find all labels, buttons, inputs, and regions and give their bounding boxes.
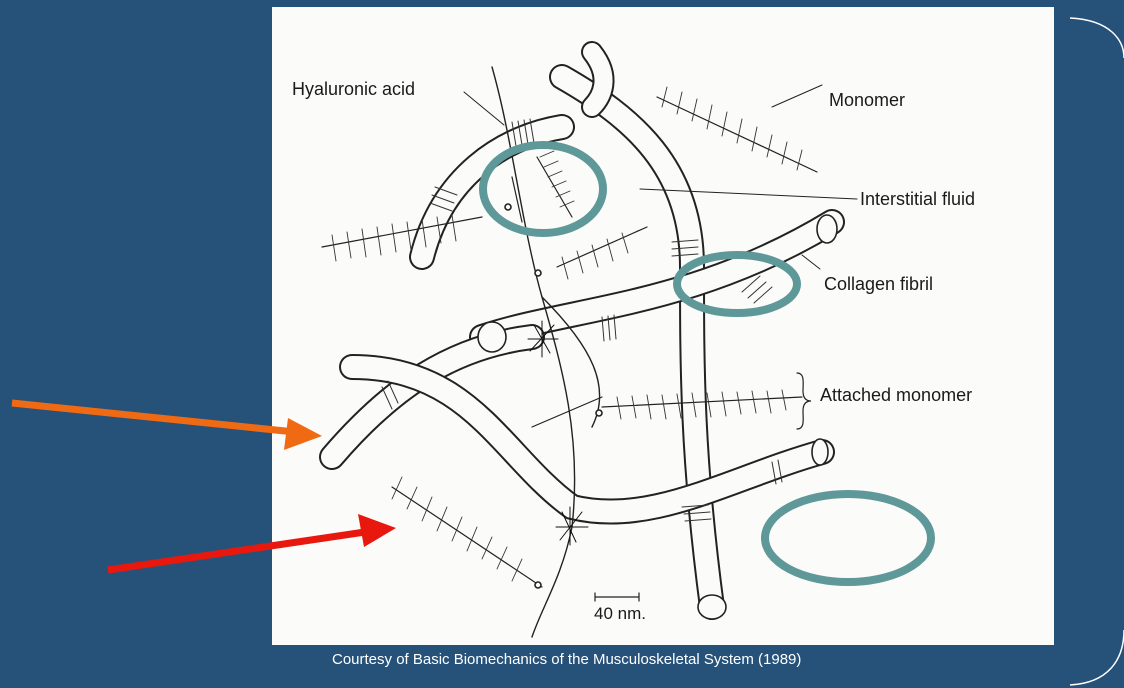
highlight-ring-empty: [765, 494, 931, 582]
highlight-ring-collagen-fibril: [677, 255, 797, 313]
highlight-ring-monomer: [483, 145, 603, 233]
caption: Courtesy of Basic Biomechanics of the Mu…: [332, 651, 801, 668]
frame-bracket-top: [1070, 18, 1124, 58]
orange-arrow: [12, 403, 322, 450]
red-arrow: [108, 514, 396, 570]
frame-bracket-bottom: [1070, 630, 1124, 685]
